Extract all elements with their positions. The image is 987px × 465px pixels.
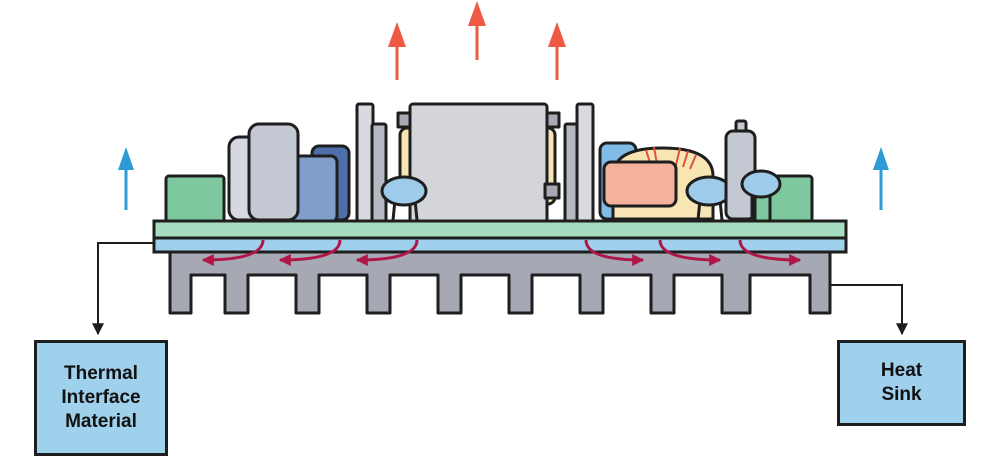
heat-sink-label-line-2: Sink <box>881 384 922 405</box>
orange-component <box>602 160 678 208</box>
tim-label-line-3: Material <box>65 411 137 432</box>
rising-heat-arrows <box>388 1 566 80</box>
heat-spread-arrows <box>201 239 802 266</box>
air-up-arrow-left-icon <box>118 147 134 210</box>
heat-up-arrow-2-icon <box>468 1 486 60</box>
right-disc-capacitor <box>685 175 733 207</box>
left-disc-capacitor <box>380 175 428 207</box>
transformer-pin-right <box>543 182 561 200</box>
heat-sink-label-line-1: Heat <box>880 360 923 381</box>
heat-sink <box>168 250 832 315</box>
leader-lines <box>92 242 908 336</box>
pcb-layer <box>152 219 848 240</box>
left-bracket-inner <box>370 122 388 224</box>
heat-spread-arrow-left-2 <box>278 239 342 266</box>
small-disc-capacitor <box>740 169 782 199</box>
transformer <box>408 102 549 224</box>
tim-label-line-2: Interface <box>61 387 141 408</box>
air-up-arrow-right-icon <box>873 147 889 210</box>
grey-capacitor-front <box>247 122 300 222</box>
heat-spread-arrow-right-2 <box>658 239 722 266</box>
air-flow-arrows <box>118 147 889 210</box>
heat-sink-label: Heat Sink <box>837 340 966 426</box>
thermal-interface-material-label: Thermal Interface Material <box>34 340 168 456</box>
left-connector-block <box>164 174 226 224</box>
tim-label-line-1: Thermal <box>64 363 138 384</box>
heat-sink-leader-line <box>830 284 908 336</box>
heat-spread-arrow-right-1 <box>584 239 645 266</box>
right-bracket-outer <box>575 102 595 224</box>
components <box>164 102 814 224</box>
tim-leader-line <box>92 242 154 336</box>
heat-up-arrow-3-icon <box>548 22 566 80</box>
heat-spread-arrow-right-3 <box>738 239 802 266</box>
heat-up-arrow-1-icon <box>388 22 406 80</box>
heat-spread-arrow-left-1 <box>201 239 265 266</box>
heat-spread-arrow-left-3 <box>355 239 419 266</box>
